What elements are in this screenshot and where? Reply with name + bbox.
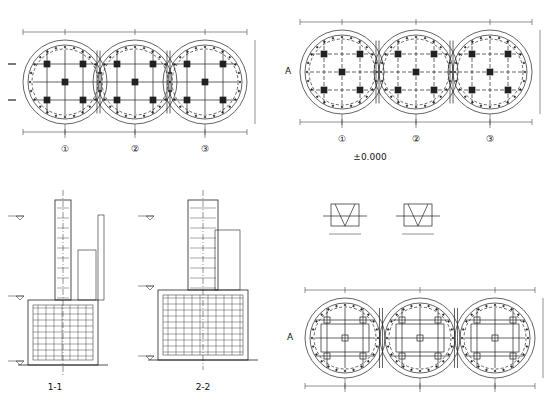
axis-label: ③ (200, 145, 210, 155)
node-detail (323, 204, 440, 234)
axis-label: ② (411, 135, 421, 145)
axis-label: ③ (485, 135, 495, 145)
axis-label: ① (60, 145, 70, 155)
view-title: 2-2 (195, 383, 212, 393)
axis-label: A (286, 333, 294, 343)
cut-mark (8, 64, 16, 100)
section-view (8, 190, 108, 375)
axis-label: A (284, 67, 292, 77)
section-view (138, 190, 258, 370)
view-title: 1-1 (47, 383, 64, 393)
plan-view (305, 287, 543, 392)
plan-view (23, 29, 255, 138)
axis-label: ② (130, 145, 140, 155)
plan-view (300, 19, 540, 128)
view-title: ±0.000 (352, 153, 387, 163)
axis-label: ① (337, 135, 347, 145)
